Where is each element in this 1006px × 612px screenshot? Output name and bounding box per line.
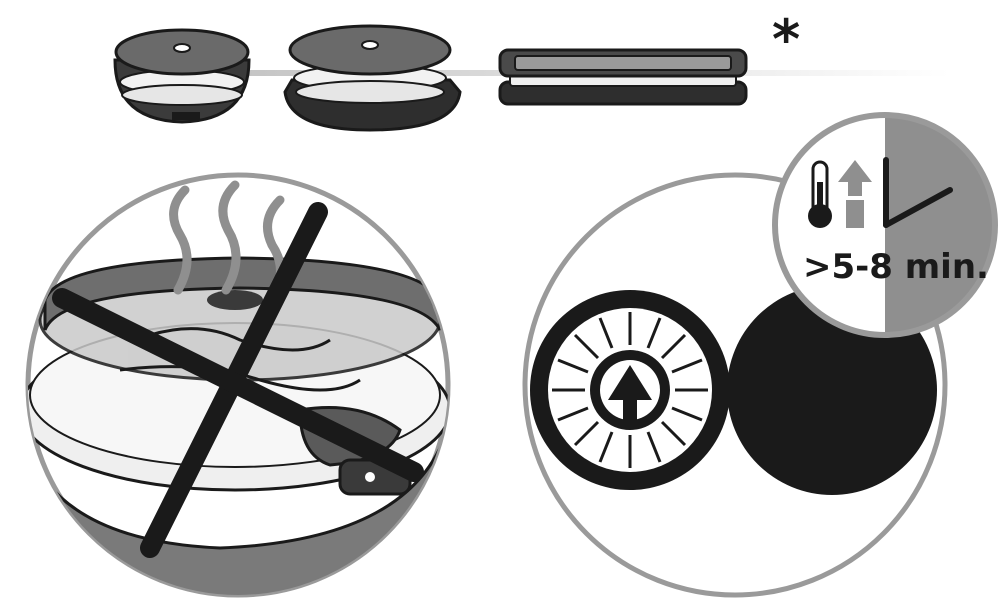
left-panel-no-steam (25, 172, 451, 598)
thermometer-icon (808, 160, 832, 228)
thermostat-icon (530, 290, 730, 490)
preheat-badge: >5-8 min. (772, 112, 998, 338)
grill-plate-icon (498, 48, 748, 106)
preheat-time-label: >5-8 min. (803, 247, 989, 287)
timer-gray-half (885, 115, 995, 335)
top-row-appliances: * (113, 8, 950, 132)
prohibition-cross-icon (52, 202, 424, 558)
raclette-4-pans-icon (113, 28, 251, 124)
clock-hand-icon (883, 157, 953, 228)
raclette-6-pans-icon (283, 24, 462, 132)
footnote-asterisk: * (772, 8, 800, 71)
temperature-up-arrow-icon (838, 160, 872, 228)
